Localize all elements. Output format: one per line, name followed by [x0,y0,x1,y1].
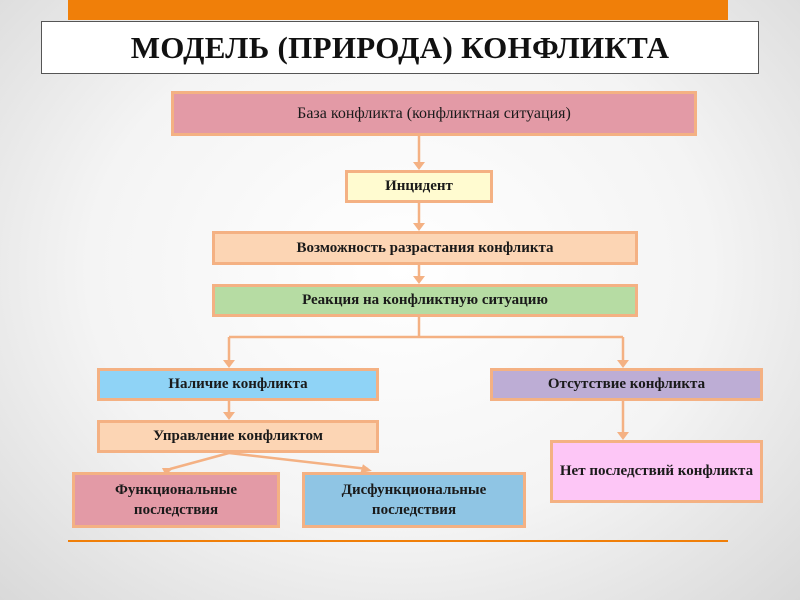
top-accent-bar [68,0,728,20]
node-incident: Инцидент [345,170,493,203]
node-no-consequences: Нет последствий конфликта [550,440,763,503]
node-functional-consequences: Функциональные последствия [72,472,280,528]
arrow-management-functional [169,451,230,471]
node-dysfunctional-consequences: Дисфункциональные последствия [302,472,526,528]
node-escalation-possibility: Возможность разрастания конфликта [212,231,638,265]
node-conflict-presence: Наличие конфликта [97,368,379,401]
node-conflict-management: Управление конфликтом [97,420,379,453]
bottom-accent-line [68,540,728,542]
arrow-management-dysfunctional [228,451,369,471]
node-conflict-base: База конфликта (конфликтная ситуация) [171,91,697,136]
slide-title: МОДЕЛЬ (ПРИРОДА) КОНФЛИКТА [41,21,759,74]
node-reaction: Реакция на конфликтную ситуацию [212,284,638,317]
node-conflict-absence: Отсутствие конфликта [490,368,763,401]
